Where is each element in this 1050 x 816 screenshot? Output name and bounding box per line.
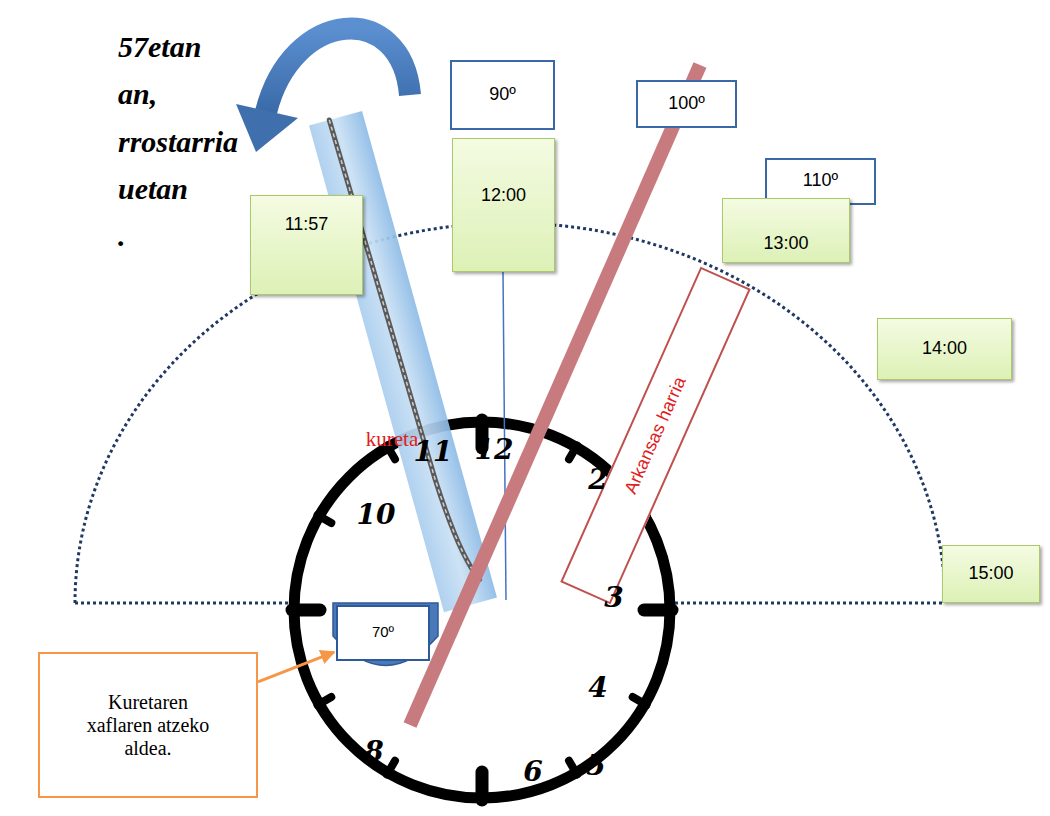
clock-tick [317, 515, 331, 523]
part-name: kureta [366, 428, 418, 451]
box-text: 100º [668, 93, 705, 115]
clock-number: 2 [588, 465, 607, 496]
box-text: 15:00 [968, 563, 1013, 585]
time-box: 15:00 [942, 545, 1040, 603]
clock-tick [569, 761, 577, 775]
side-text: uetan [118, 172, 188, 205]
box-text: 90º [489, 84, 516, 106]
clock-number: 11 [414, 437, 453, 468]
box-text: 110º [803, 170, 838, 192]
box-text: 70º [372, 623, 394, 641]
angle-box: 70º [336, 605, 430, 661]
clock-number: 10 [357, 500, 396, 531]
box-text: 12:00 [481, 185, 526, 207]
box-text: 14:00 [922, 338, 967, 360]
angle-box: 90º [450, 60, 555, 130]
clock-number: 8 [364, 737, 383, 768]
rotation-arrow [266, 29, 410, 112]
clock-tick [387, 761, 395, 775]
side-text: rrostarria [118, 125, 238, 158]
angle-box: 100º [636, 80, 737, 128]
clock-number: 4 [588, 673, 607, 704]
side-text: an, [118, 77, 157, 110]
leader-arrow [258, 652, 334, 682]
side-text: . [118, 219, 126, 252]
clock-tick [633, 697, 647, 705]
time-box: 14:00 [877, 318, 1012, 380]
clock-tick [569, 445, 577, 459]
box-text: 11:57 [285, 214, 329, 236]
time-box: 12:00 [452, 138, 555, 272]
time-box: 13:00 [722, 198, 850, 263]
box-text: Kuretaren xaflaren atzeko aldea. [73, 691, 223, 760]
box-text: 13:00 [763, 233, 808, 255]
clock-number: 12 [475, 435, 514, 466]
box-text: Arkansas harria [620, 374, 691, 498]
time-box: 11:57 [250, 195, 363, 295]
clock-number: 3 [604, 583, 623, 614]
rotation-arrow-head [236, 104, 298, 152]
clock-tick [476, 772, 489, 800]
clock-number: 5 [586, 751, 605, 782]
angle-bowl [333, 603, 438, 666]
callout-box: Kuretaren xaflaren atzeko aldea. [38, 652, 258, 798]
clock-tick [292, 604, 320, 617]
clock-tick [317, 697, 331, 705]
clock-number: 6 [523, 757, 542, 788]
clock-tick [644, 604, 672, 617]
side-text: 57etan [118, 30, 201, 63]
